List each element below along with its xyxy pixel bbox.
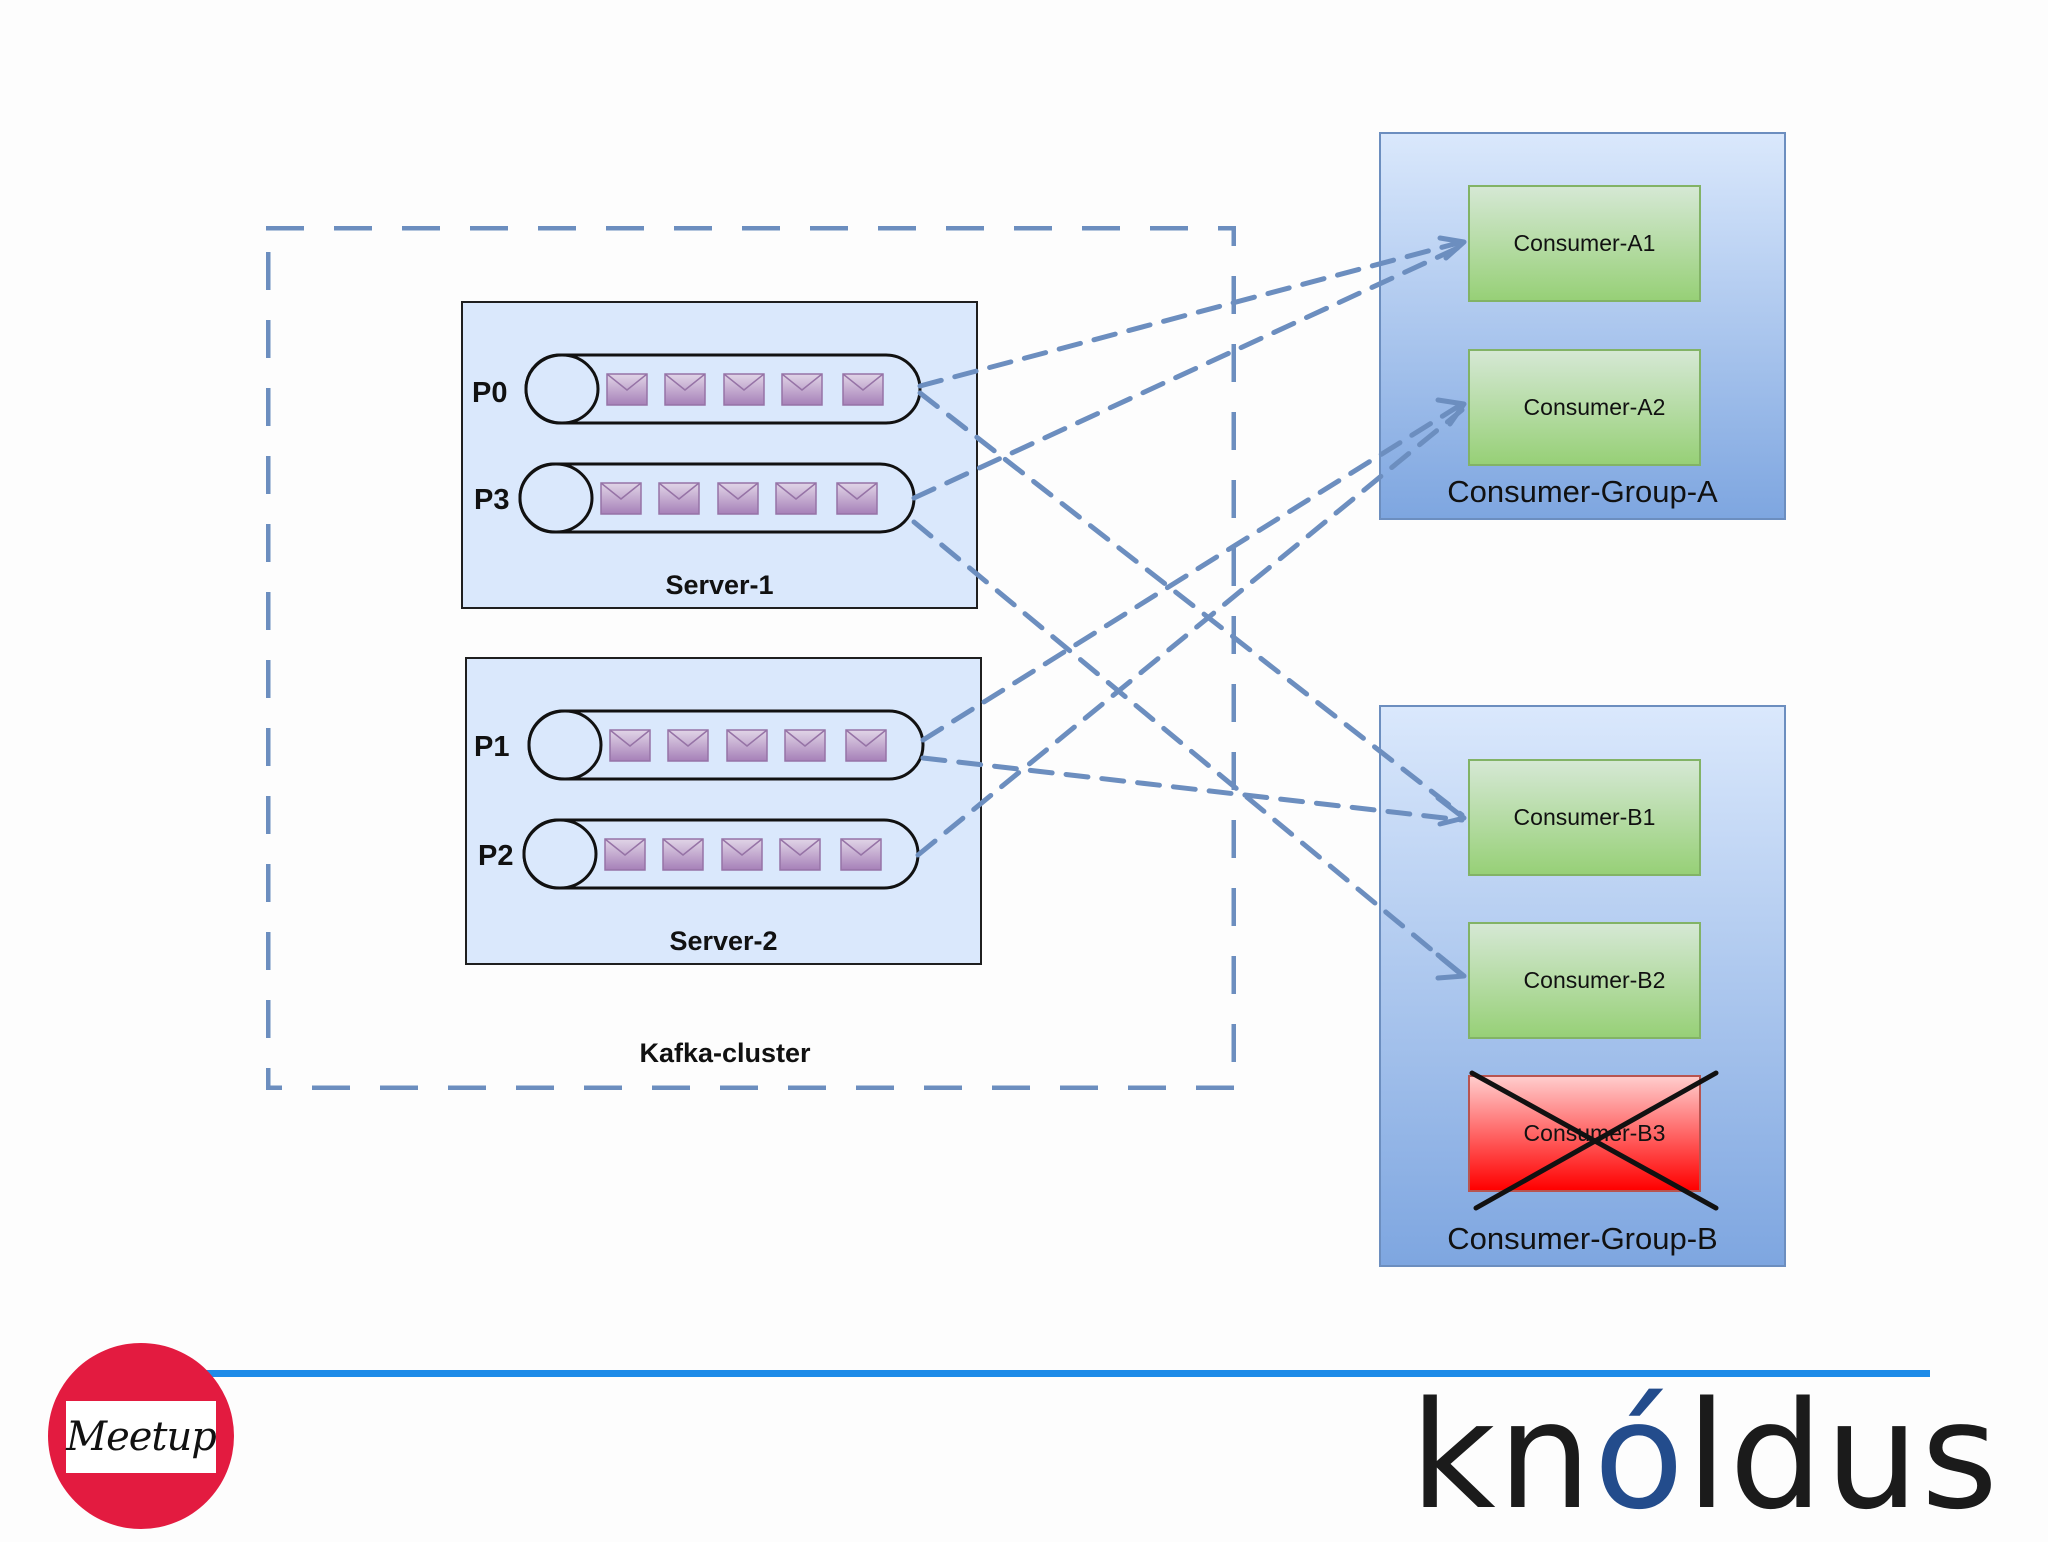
partition-p1-label: P1 [474,731,510,763]
consumer-b3-label: Consumer-B3 [1523,1120,1666,1146]
consumer-a1: Consumer-A1 [1468,185,1701,302]
consumer-group-a-label: Consumer-Group-A [1447,474,1718,509]
consumer-a2: Consumer-A2 [1468,349,1701,466]
knoldus-logo-part-2: ldus [1686,1370,2001,1542]
consumer-b1-label: Consumer-B1 [1513,804,1656,830]
consumer-b1: Consumer-B1 [1468,759,1701,876]
knoldus-logo-accent: ó [1593,1370,1687,1542]
partition-p0-label: P0 [472,377,508,409]
consumer-group-b: Consumer-B1 Consumer-B2 Consumer-B3 Cons… [1379,705,1786,1267]
knoldus-logo-part-1: kn [1410,1370,1594,1542]
meetup-logo-text: Meetup [66,1401,217,1473]
consumer-a2-label: Consumer-A2 [1523,394,1666,420]
footer-divider [200,1370,1930,1377]
consumer-a1-label: Consumer-A1 [1513,230,1656,256]
knoldus-logo: knóldus [1410,1370,2000,1542]
consumer-b2: Consumer-B2 [1468,922,1701,1039]
server-1: Server-1 [461,301,978,609]
meetup-logo: Meetup [48,1343,234,1529]
server-1-label: Server-1 [665,570,774,600]
consumer-b2-label: Consumer-B2 [1523,967,1666,993]
server-2-label: Server-2 [669,926,778,956]
partition-p2-label: P2 [478,840,514,872]
consumer-b3-failed: Consumer-B3 [1468,1075,1701,1192]
server-2: Server-2 [465,657,982,965]
consumer-group-a: Consumer-A1 Consumer-A2 Consumer-Group-A [1379,132,1786,520]
consumer-group-b-label: Consumer-Group-B [1447,1221,1718,1256]
partition-p3-label: P3 [474,484,510,516]
kafka-cluster-label: Kafka-cluster [639,1038,811,1068]
